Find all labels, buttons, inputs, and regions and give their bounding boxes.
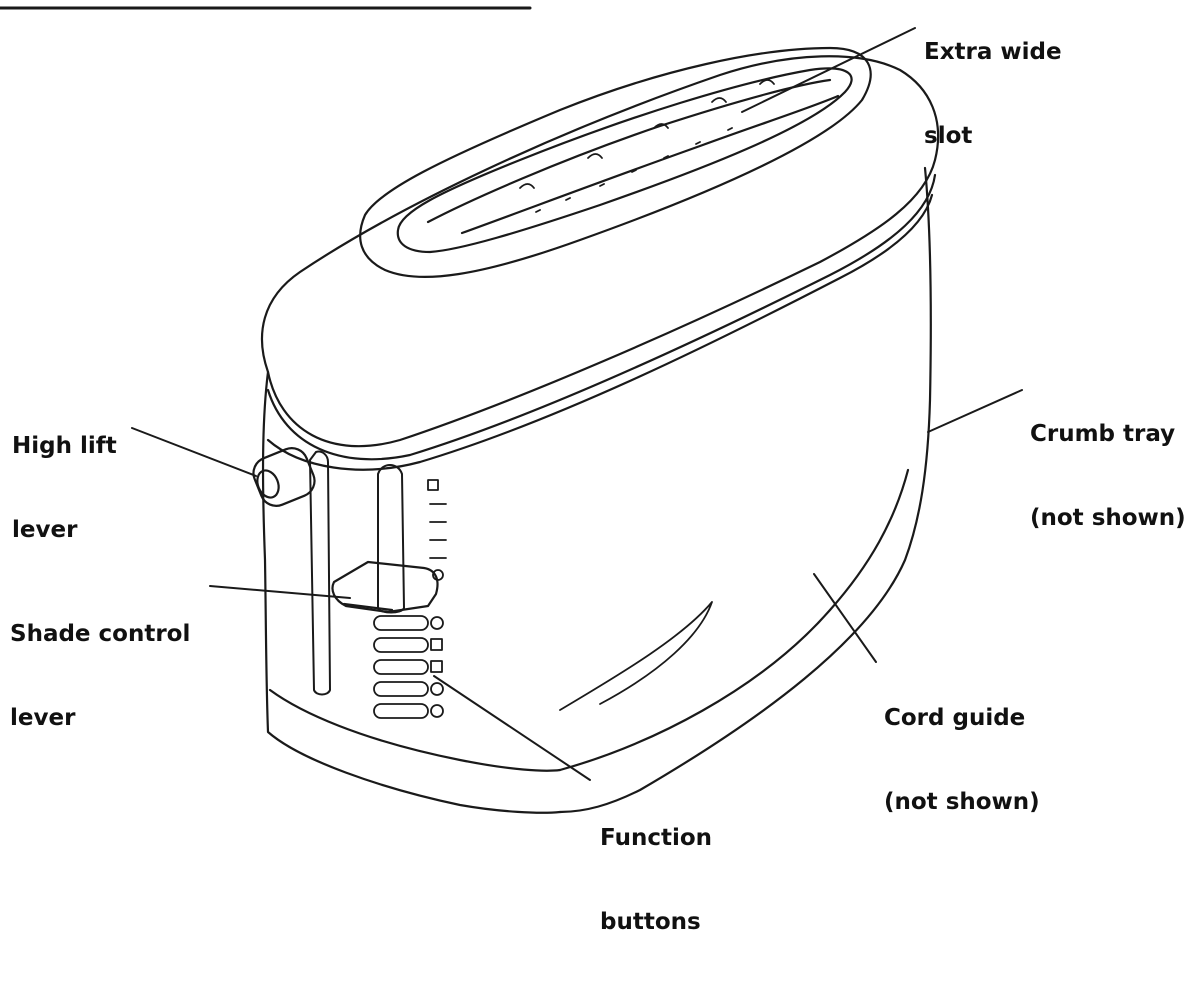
- leader-high-lift-lever: [131, 427, 257, 477]
- label-cord-guide: Cord guide (not shown): [884, 705, 1040, 815]
- shade-min-mark: [432, 569, 444, 581]
- label-extra-wide-slot: Extra wide slot: [924, 39, 1062, 149]
- shade-max-mark: [427, 479, 439, 491]
- slot-inner: [426, 78, 832, 224]
- leader-extra-wide-slot: [741, 27, 916, 113]
- slot-outer: [396, 67, 853, 254]
- label-function-buttons: Function buttons: [600, 825, 713, 935]
- shade-lever-track: [377, 464, 405, 614]
- lift-lever-knob: [252, 447, 316, 507]
- label-high-lift-lever: High lift lever: [12, 433, 117, 543]
- lift-lever-track: [309, 450, 331, 696]
- leader-function-buttons: [433, 675, 591, 781]
- shade-lever-knob: [331, 560, 439, 614]
- leader-shade-control-lever: [209, 585, 351, 599]
- toaster-diagram: Extra wide slot High lift lever Shade co…: [0, 6, 1186, 935]
- leader-crumb-tray: [927, 389, 1023, 433]
- toaster-illustration: [0, 6, 1023, 814]
- lid-rim: [266, 173, 937, 461]
- lid-inner: [359, 46, 872, 278]
- body-back-edge: [558, 166, 932, 814]
- body-swoosh: [559, 601, 713, 711]
- body-band: [266, 193, 934, 471]
- lid-outer: [260, 55, 940, 448]
- body-lower-curve: [558, 468, 910, 772]
- label-shade-control-lever: Shade control lever: [10, 621, 191, 731]
- body-base: [268, 688, 562, 772]
- leader-lines: [131, 27, 1023, 781]
- label-crumb-tray: Crumb tray (not shown): [1030, 421, 1186, 531]
- function-buttons-group: [373, 615, 444, 719]
- body-front-end: [261, 370, 562, 814]
- leader-cord-guide: [813, 573, 877, 663]
